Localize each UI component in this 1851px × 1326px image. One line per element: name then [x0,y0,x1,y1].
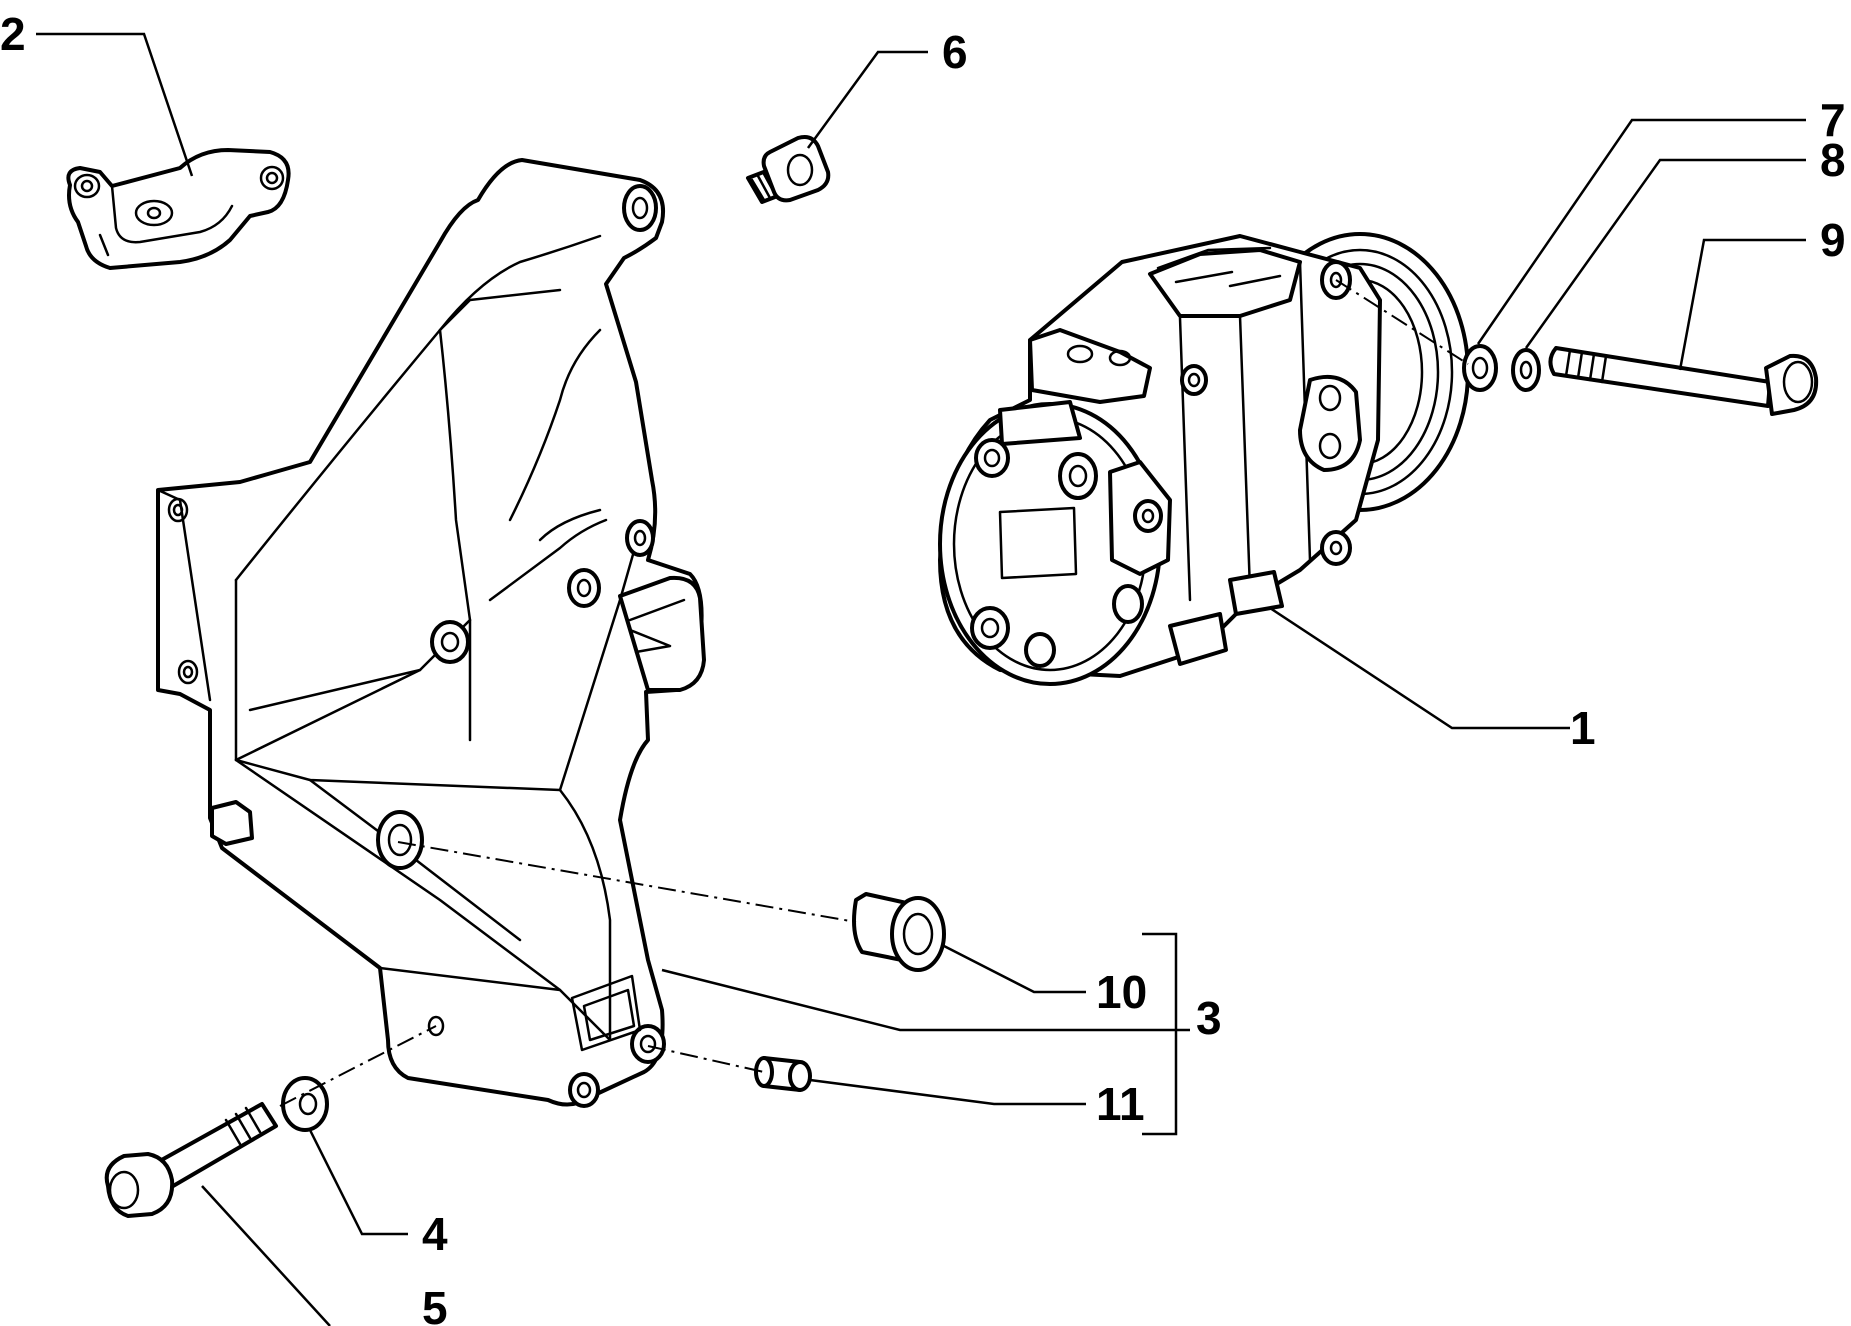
leader-10 [943,944,1086,994]
leader-5 [201,1185,331,1326]
callout-1: 1 [1570,702,1596,754]
bracket-part-2[interactable] [66,148,291,270]
callout-10: 10 [1096,966,1147,1018]
washer-part-7[interactable] [1462,344,1498,392]
bushing-part-10[interactable] [852,892,946,972]
axis-bolt-5 [279,1025,437,1107]
axis-pin [647,1045,765,1073]
callout-6: 6 [942,26,968,78]
callout-4: 4 [422,1208,448,1260]
washer-part-4[interactable] [281,1076,329,1132]
leader-7 [1476,118,1806,345]
leader-8 [1524,158,1806,349]
washer-part-8[interactable] [1511,348,1541,392]
axis-bolt-9 [1335,279,1469,365]
bolt-part-9[interactable] [1548,346,1819,416]
leader-lines [36,32,1806,1326]
pin-part-11[interactable] [754,1056,812,1092]
callout-labels: 1 2 3 4 5 6 7 8 9 10 11 [0,8,1846,1326]
leader-1 [1269,606,1570,730]
leader-11 [809,1078,1086,1106]
compressor-part-1[interactable] [938,232,1470,686]
callout-2: 2 [0,8,26,60]
callout-3: 3 [1196,992,1222,1044]
leader-2 [36,32,194,177]
leader-9 [1678,238,1806,371]
mounting-bracket-part-3[interactable] [156,158,706,1108]
callout-7: 7 [1820,94,1846,146]
bolt-part-5[interactable] [104,1102,278,1218]
bracket-10-11 [1142,932,1178,1136]
leader-4 [308,1129,408,1236]
screw-part-6[interactable] [746,135,831,204]
callout-11: 11 [1096,1078,1145,1130]
axis-bushing [397,841,857,923]
leader-3 [661,968,1190,1032]
callout-8: 8 [1820,134,1846,186]
callout-9: 9 [1820,214,1846,266]
leader-6 [806,50,928,149]
assembly-axes [279,279,1469,1107]
callout-5: 5 [422,1282,448,1326]
